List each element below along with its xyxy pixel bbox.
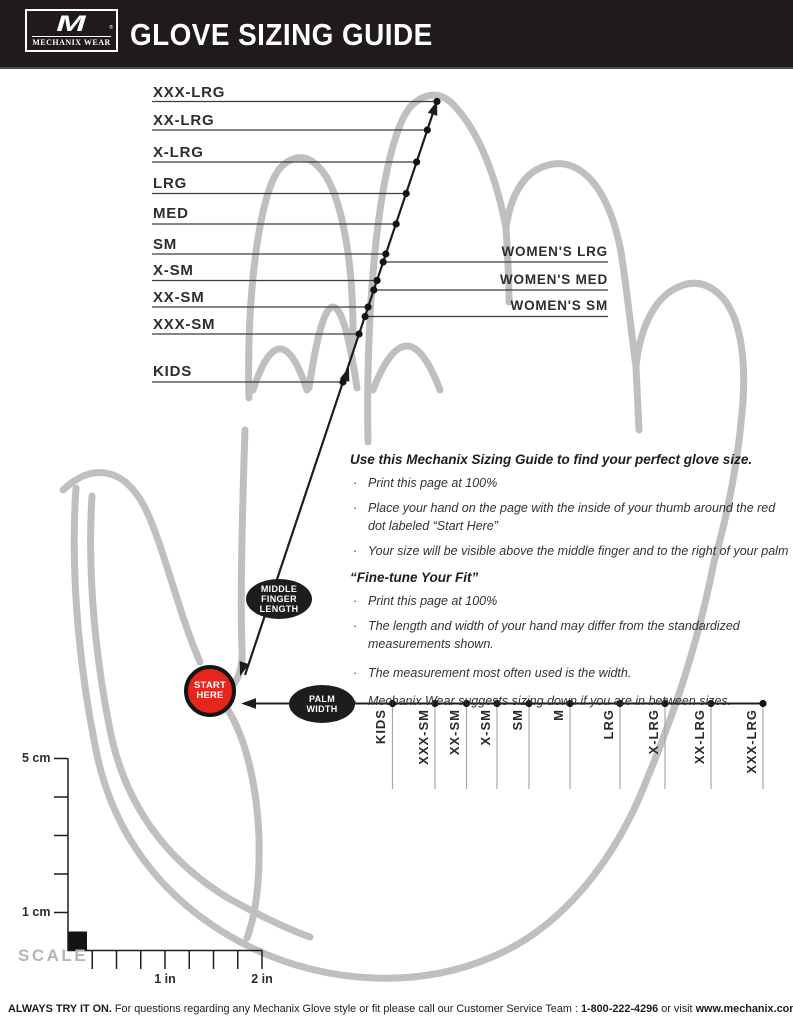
size-label-xxx-lrg: XXX-LRG [153, 84, 226, 101]
instructions-title: Use this Mechanix Sizing Guide to find y… [350, 452, 753, 467]
callout-line: MIDDLE [260, 584, 298, 594]
palm-width-axis [241, 698, 767, 789]
callout-line: PALM [308, 694, 336, 704]
footer-lead: ALWAYS TRY IT ON. [8, 1003, 112, 1015]
page-title: GLOVE SIZING GUIDE [130, 17, 433, 52]
size-label-kids: KIDS [153, 363, 193, 380]
footer-middle: or visit [658, 1003, 696, 1015]
mechanix-m-icon: M [56, 11, 87, 36]
callout-line: FINGER [261, 594, 297, 604]
size-label-lrg: LRG [153, 175, 188, 192]
instruction-text: Mechanix Wear suggests sizing down if yo… [368, 694, 732, 708]
instruction-item: · Print this page at 100% [350, 592, 793, 611]
scale-2in-label: 2 in [251, 972, 273, 986]
size-label-xx-lrg: XX-LRG [153, 112, 215, 129]
instruction-text: The length and width of your hand may di… [368, 618, 740, 652]
size-label-womens-med: WOMEN'S MED [499, 272, 608, 287]
bullet-icon: · [353, 694, 358, 708]
start-here-line: HERE [196, 690, 224, 701]
palm-width-callout: PALM WIDTH [289, 685, 355, 723]
instruction-item: · The measurement most often used is the… [350, 664, 793, 683]
footer-phone: 1-800-222-4296 [580, 1003, 659, 1015]
bullet-icon: · [353, 665, 358, 680]
instruction-text: Print this page at 100% [368, 476, 498, 490]
scale-5cm-label: 5 cm [22, 751, 51, 765]
footer-note: ALWAYS TRY IT ON. For questions regardin… [8, 1003, 793, 1015]
scale-square [68, 931, 87, 950]
scale-1in-label: 1 in [154, 972, 176, 986]
size-label-xxx-sm: XXX-SM [153, 316, 216, 333]
size-label-med: MED [153, 205, 189, 222]
palm-label-xxx-sm: XXX-SM [416, 709, 431, 765]
size-label-womens-sm: WOMEN'S SM [510, 298, 608, 313]
callout-line: LENGTH [259, 604, 299, 614]
mechanix-brand-text: MECHANIX WEAR [32, 36, 111, 47]
footer-site: www.mechanix.com [695, 1003, 793, 1015]
instruction-item: · Mechanix Wear suggests sizing down if … [350, 692, 793, 711]
registered-mark: ® [109, 25, 113, 31]
bullet-icon: · [353, 500, 358, 515]
instruction-item: · Your size will be visible above the mi… [350, 542, 793, 561]
mechanix-logo: M ® MECHANIX WEAR [25, 9, 118, 52]
instruction-text: The measurement most often used is the w… [368, 665, 632, 680]
instruction-text: Print this page at 100% [368, 594, 498, 608]
palm-label-xx-lrg: XX-LRG [692, 709, 707, 765]
instruction-item: · The length and width of your hand may … [350, 617, 793, 654]
start-here-line: START [194, 679, 226, 691]
instruction-item: · Print this page at 100% [350, 474, 793, 493]
size-dots [339, 97, 441, 386]
bullet-icon: · [353, 594, 358, 608]
callout-line: WIDTH [306, 704, 338, 714]
scale-1cm-label: 1 cm [22, 905, 51, 919]
size-label-xx-sm: XX-SM [153, 289, 205, 306]
scale-caption: SCALE [18, 946, 89, 965]
womens-rule-lines [365, 261, 608, 318]
footer-body: For questions regarding any Mechanix Glo… [111, 1003, 581, 1015]
instruction-text: Place your hand on the page with the ins… [368, 500, 776, 534]
instruction-text: Your size will be visible above the midd… [368, 543, 789, 558]
bullet-icon: · [353, 618, 358, 633]
start-here-marker: START HERE [184, 665, 236, 717]
bullet-icon: · [353, 476, 358, 490]
size-label-x-lrg: X-LRG [153, 144, 204, 161]
size-label-sm: SM [153, 236, 178, 253]
middle-finger-length-callout: MIDDLE FINGER LENGTH [246, 579, 312, 619]
header-bar: M ® MECHANIX WEAR GLOVE SIZING GUIDE [0, 0, 793, 69]
size-label-womens-lrg: WOMEN'S LRG [501, 244, 608, 259]
instructions-block: Use this Mechanix Sizing Guide to find y… [350, 452, 793, 717]
scale-ruler [54, 757, 263, 969]
bullet-icon: · [353, 543, 358, 558]
palm-label-xxx-lrg: XXX-LRG [744, 709, 759, 774]
instruction-item: · Place your hand on the page with the i… [350, 499, 793, 536]
size-label-x-sm: X-SM [153, 262, 194, 279]
fine-tune-title: “Fine-tune Your Fit” [350, 570, 479, 585]
size-rule-lines [152, 100, 437, 383]
